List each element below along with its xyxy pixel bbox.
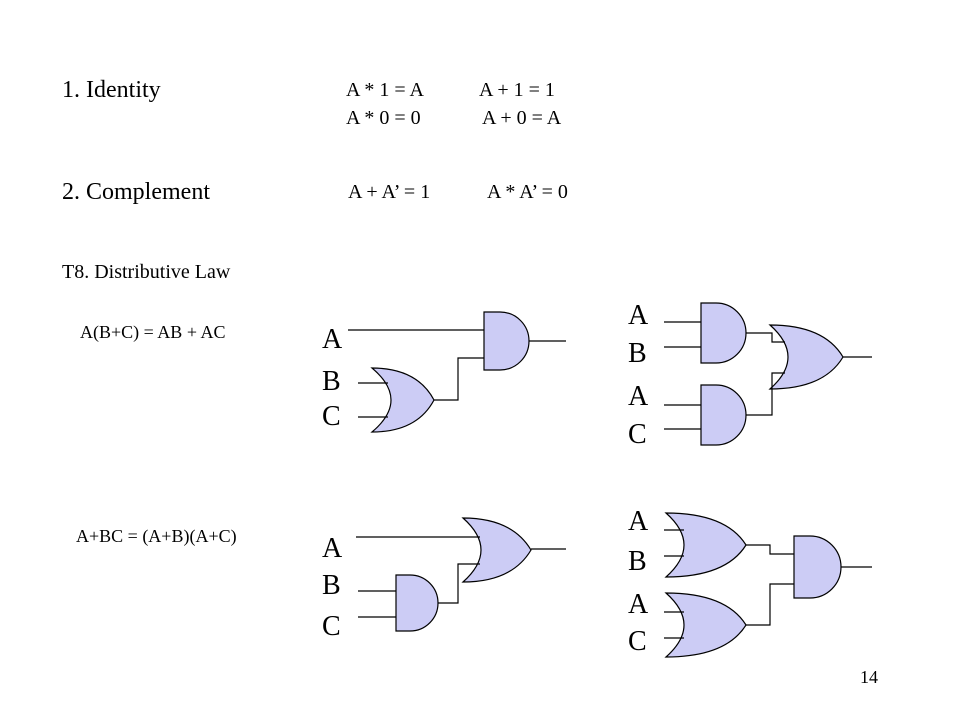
d1-label-a: A xyxy=(322,324,343,355)
identity-eq-4: A + 0 = A xyxy=(482,107,562,129)
d1-wire-or-out xyxy=(434,357,484,401)
d2-label-c: C xyxy=(628,419,647,450)
d2-label-a2: A xyxy=(628,381,649,412)
diagram-2 xyxy=(664,302,872,446)
complement-eq-1: A + A’ = 1 xyxy=(348,181,431,203)
d3-or-gate xyxy=(461,517,532,583)
identity-eq-1: A * 1 = A xyxy=(346,79,424,101)
d4-label-b: B xyxy=(628,546,647,577)
identity-title: 1. Identity xyxy=(62,77,161,103)
identity-eq-3: A * 0 = 0 xyxy=(346,107,421,129)
d2-wire-and2-out xyxy=(746,372,785,416)
d1-label-b: B xyxy=(322,366,341,397)
d4-label-c: C xyxy=(628,626,647,657)
d4-wire-or1-out xyxy=(746,544,794,555)
d3-label-c: C xyxy=(322,611,341,642)
identity-eq-2: A + 1 = 1 xyxy=(479,79,555,101)
law-2-caption: A+BC = (A+B)(A+C) xyxy=(76,526,237,546)
d4-and-gate xyxy=(793,535,842,599)
page-number: 14 xyxy=(860,667,878,687)
d2-label-a1: A xyxy=(628,300,649,331)
d3-and-gate xyxy=(395,574,439,632)
complement-title: 2. Complement xyxy=(62,179,210,205)
diagram-3 xyxy=(356,517,566,632)
law-1-caption: A(B+C) = AB + AC xyxy=(80,322,226,342)
complement-eq-2: A * A’ = 0 xyxy=(487,181,568,203)
d2-label-b: B xyxy=(628,338,647,369)
d4-label-a2: A xyxy=(628,589,649,620)
d2-wire-and1-out xyxy=(746,332,785,343)
diagram-1 xyxy=(348,311,566,433)
d3-wire-and-out xyxy=(438,563,480,604)
d3-label-b: B xyxy=(322,570,341,601)
distributive-title: T8. Distributive Law xyxy=(62,261,231,283)
d1-and-gate xyxy=(483,311,530,371)
d2-or-gate xyxy=(768,324,844,390)
d2-and-gate-1 xyxy=(700,302,747,364)
d1-or-gate xyxy=(370,367,435,433)
diagram-4 xyxy=(664,512,872,658)
d4-label-a1: A xyxy=(628,506,649,537)
d2-and-gate-2 xyxy=(700,384,747,446)
d4-wire-or2-out xyxy=(746,583,794,626)
d3-label-a: A xyxy=(322,533,343,564)
d4-or-gate-2 xyxy=(664,592,747,658)
d4-or-gate-1 xyxy=(664,512,747,578)
d1-label-c: C xyxy=(322,401,341,432)
